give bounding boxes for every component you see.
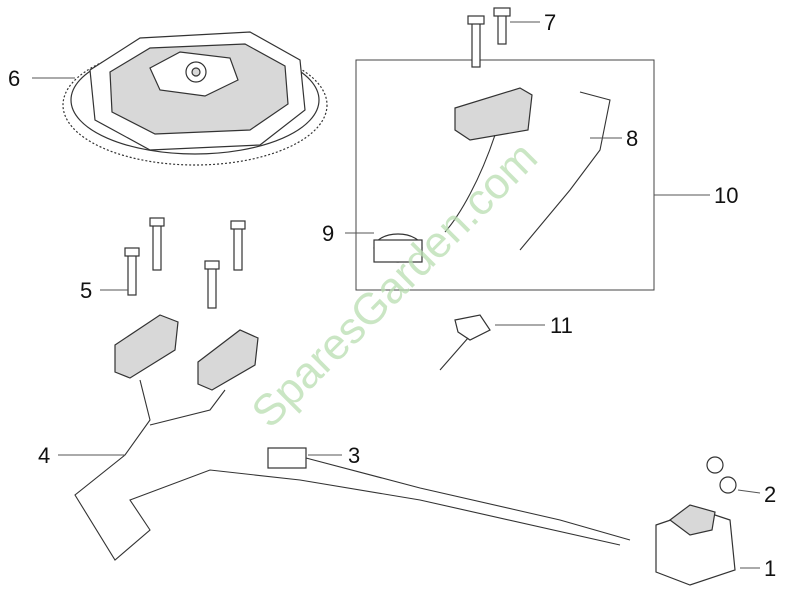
callout-3: 3 (348, 443, 360, 468)
flywheel-part (62, 31, 328, 166)
callout-1: 1 (764, 556, 776, 581)
regulator-part (655, 456, 737, 586)
callout-8: 8 (626, 126, 638, 151)
watermark-text: SparesGarden.com (242, 133, 546, 437)
callout-6: 6 (8, 66, 20, 91)
callout-5: 5 (80, 278, 92, 303)
connector-lead-part (267, 447, 631, 541)
callout-10: 10 (714, 183, 738, 208)
callout-4: 4 (38, 443, 50, 468)
callout-7: 7 (544, 10, 556, 35)
clip-part (439, 314, 491, 371)
leader-lines (32, 21, 761, 569)
callout-11: 11 (550, 313, 573, 338)
callout-9: 9 (322, 221, 334, 246)
pickup-sensors-part (74, 217, 621, 561)
ignition-coil-assembly (355, 7, 655, 291)
callout-2: 2 (764, 482, 776, 507)
